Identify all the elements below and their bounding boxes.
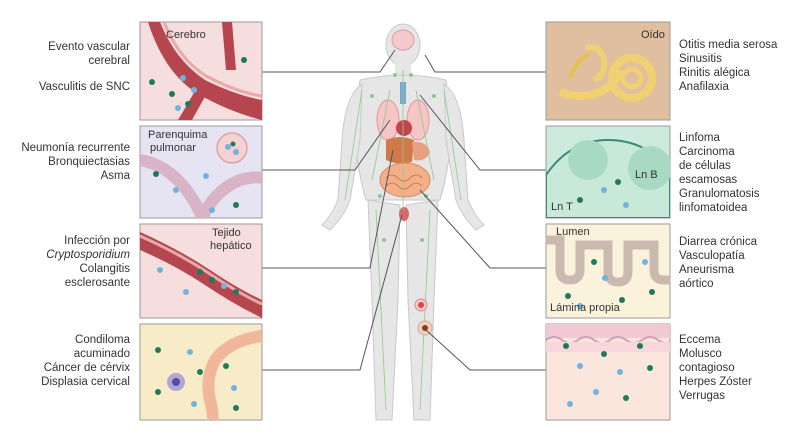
condition-text: Colangitis — [46, 262, 130, 276]
panel-gut-label-top: Lumen — [556, 226, 590, 238]
condition-text: Linfoma — [679, 131, 760, 145]
condition-text: Bronquiectasias — [21, 155, 130, 169]
condition-text: Asma — [21, 169, 130, 183]
condition-text: Verrugas — [679, 389, 752, 403]
skin-conditions: Eccema Molusco contagioso Herpes Zóster … — [679, 333, 752, 403]
lymph-conditions: Linfoma Carcinoma de células escamosas G… — [679, 131, 760, 215]
liver-conditions: Infección por Cryptosporidium Colangitis… — [46, 234, 130, 290]
condition-text: acuminado — [41, 347, 130, 361]
panel-lymph-node: Ln B Ln T — [546, 126, 672, 218]
panel-brain-label: Cerebro — [166, 29, 206, 41]
gut-conditions: Diarrea crónica Vasculopatía Aneurisma a… — [679, 235, 757, 291]
condition-text: Displasia cervical — [41, 375, 130, 389]
condition-text: Eccema — [679, 333, 752, 347]
panel-cervix — [140, 324, 262, 420]
panel-liver-label-2: hepático — [210, 240, 252, 252]
condition-text: Vasculitis de SNC — [39, 80, 130, 94]
panel-liver-label-1: Tejido — [212, 227, 241, 239]
condition-text: Infección por — [46, 234, 130, 248]
condition-text: Diarrea crónica — [679, 235, 757, 249]
condition-text: contagioso — [679, 361, 752, 375]
condition-text: Evento vascular — [39, 40, 130, 54]
condition-text: Vasculopatía — [679, 249, 757, 263]
panel-ear-label: Oído — [641, 29, 665, 41]
panel-ear: Oído — [546, 22, 670, 120]
condition-text: Herpes Zóster — [679, 375, 752, 389]
panel-skin — [546, 324, 674, 420]
condition-text: esclerosante — [46, 276, 130, 290]
condition-text: Neumonía recurrente — [21, 141, 130, 155]
condition-text: Cáncer de cérvix — [41, 361, 130, 375]
condition-text: linfomatoidea — [679, 201, 760, 215]
panel-gut: Lumen Lámina propia — [546, 224, 670, 318]
panel-liver: Tejido hepático — [140, 224, 262, 318]
panel-brain: Cerebro — [140, 22, 262, 120]
condition-text: Sinusitis — [679, 52, 777, 66]
condition-text: Rinitis alégica — [679, 66, 777, 80]
condition-text: Cryptosporidium — [46, 248, 130, 262]
lung-conditions: Neumonía recurrente Bronquiectasias Asma — [21, 141, 130, 183]
panel-lymph-label-t: Ln T — [551, 201, 573, 213]
condition-text: cerebral — [39, 54, 130, 68]
brain-conditions: Evento vascular cerebral Vasculitis de S… — [39, 40, 130, 94]
panel-lymph-label-b: Ln B — [635, 169, 658, 181]
panel-lung-label-2: pulmonar — [150, 142, 196, 154]
panel-lung-label-1: Parenquima — [148, 129, 208, 141]
condition-text: de células — [679, 159, 760, 173]
condition-text: aórtico — [679, 277, 757, 291]
condition-text: Aneurisma — [679, 263, 757, 277]
condition-text: escamosas — [679, 173, 760, 187]
condition-text: Anafilaxia — [679, 80, 777, 94]
ear-conditions: Otitis media serosa Sinusitis Rinitis al… — [679, 38, 777, 94]
cervix-conditions: Condiloma acuminado Cáncer de cérvix Dis… — [41, 333, 130, 389]
condition-text: Granulomatosis — [679, 187, 760, 201]
condition-text: Carcinoma — [679, 145, 760, 159]
panel-gut-label-bottom: Lámina propia — [550, 302, 621, 314]
condition-text: Otitis media serosa — [679, 38, 777, 52]
panel-lung: Parenquima pulmonar — [140, 126, 262, 218]
condition-text: Molusco — [679, 347, 752, 361]
condition-text: Condiloma — [41, 333, 130, 347]
